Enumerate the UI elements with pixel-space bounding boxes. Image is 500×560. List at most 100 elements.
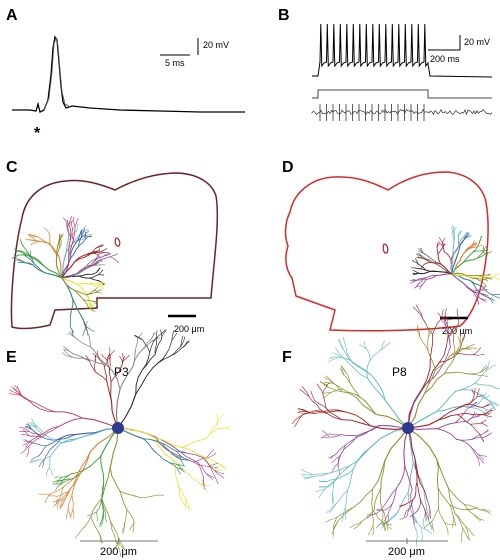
- neurite: [89, 361, 96, 373]
- neurite: [124, 509, 128, 524]
- neurite: [30, 257, 45, 267]
- neurite: [101, 482, 105, 501]
- neurite: [94, 251, 102, 254]
- neurite: [427, 336, 429, 352]
- neurite: [426, 497, 431, 511]
- neurite: [381, 508, 387, 522]
- neurite: [86, 511, 97, 517]
- neurite: [297, 408, 309, 413]
- neurite: [18, 259, 25, 264]
- neurite: [98, 247, 100, 255]
- neurite: [54, 411, 83, 419]
- neurite: [98, 251, 105, 255]
- neurite: [437, 253, 441, 265]
- section-outline-d: [284, 171, 489, 332]
- neurite: [452, 245, 460, 257]
- neurite: [322, 383, 329, 394]
- neurite: [344, 435, 360, 446]
- neurite: [64, 240, 69, 258]
- neurite: [93, 253, 100, 263]
- neurite: [81, 228, 86, 237]
- neurite: [37, 236, 49, 244]
- neurite: [406, 505, 412, 517]
- neurite: [170, 346, 181, 357]
- neurite: [203, 476, 205, 489]
- neurite: [58, 417, 83, 427]
- neurite: [320, 409, 342, 420]
- neurite: [437, 487, 451, 506]
- neurite: [343, 336, 347, 349]
- neurite: [437, 428, 457, 440]
- neurite: [20, 445, 30, 454]
- neurite: [119, 490, 128, 510]
- neurite: [436, 247, 439, 255]
- neurite: [343, 349, 353, 363]
- neurite: [454, 421, 468, 424]
- neurite: [424, 510, 430, 520]
- neurite: [384, 427, 409, 462]
- neurite: [49, 467, 53, 476]
- neurite: [479, 374, 489, 377]
- neurite: [180, 499, 191, 510]
- neurite: [90, 346, 106, 365]
- neurite: [193, 457, 207, 463]
- neurite: [63, 489, 71, 502]
- neurite: [472, 411, 476, 417]
- action-potential-trace: [12, 35, 245, 113]
- neurite: [449, 504, 466, 511]
- neurite: [442, 237, 446, 244]
- neurite: [91, 300, 98, 302]
- neurite: [212, 466, 219, 473]
- neurite: [419, 482, 428, 499]
- scale-b-ms: 200 ms: [430, 54, 460, 64]
- neurite: [476, 456, 480, 467]
- neurite: [28, 234, 38, 238]
- neurite: [449, 348, 461, 357]
- neurite: [380, 340, 385, 350]
- age-label-f: P8: [392, 365, 407, 379]
- neurite: [436, 458, 450, 489]
- neurite: [488, 400, 499, 406]
- extracellular-trace: [311, 104, 493, 121]
- neurite: [456, 404, 473, 410]
- neurite: [361, 509, 375, 522]
- panel-label-b: B: [278, 7, 290, 24]
- neurite: [314, 400, 327, 409]
- neurite: [325, 503, 337, 514]
- neurite: [8, 392, 22, 396]
- neurite: [48, 495, 58, 497]
- neurite: [399, 515, 408, 520]
- neurite: [49, 455, 51, 468]
- neurite: [487, 297, 495, 302]
- neurite: [438, 237, 444, 244]
- neurite: [69, 326, 73, 336]
- neurite: [404, 465, 413, 490]
- neurite: [417, 250, 424, 254]
- neurite: [424, 510, 427, 521]
- neurite: [103, 253, 111, 257]
- neurite: [482, 395, 490, 400]
- neurite: [322, 392, 331, 394]
- neurite: [161, 442, 173, 450]
- neurite: [96, 256, 111, 262]
- neurite: [59, 233, 62, 241]
- neurite: [464, 283, 474, 293]
- neurite: [213, 469, 225, 479]
- neurite: [469, 445, 478, 457]
- neurite: [421, 361, 440, 390]
- neurite: [448, 488, 456, 514]
- neurite: [443, 315, 448, 329]
- neurite: [442, 242, 445, 253]
- neurite: [380, 460, 386, 490]
- neurite: [170, 347, 183, 357]
- neurite: [43, 227, 50, 233]
- neurite: [349, 382, 360, 397]
- neurite: [407, 388, 423, 429]
- neurite: [465, 235, 472, 239]
- neurite: [88, 282, 99, 285]
- neurite: [323, 377, 334, 383]
- neurite: [457, 353, 474, 356]
- neurite: [101, 500, 106, 513]
- neurite: [461, 528, 464, 543]
- neurite: [135, 367, 154, 395]
